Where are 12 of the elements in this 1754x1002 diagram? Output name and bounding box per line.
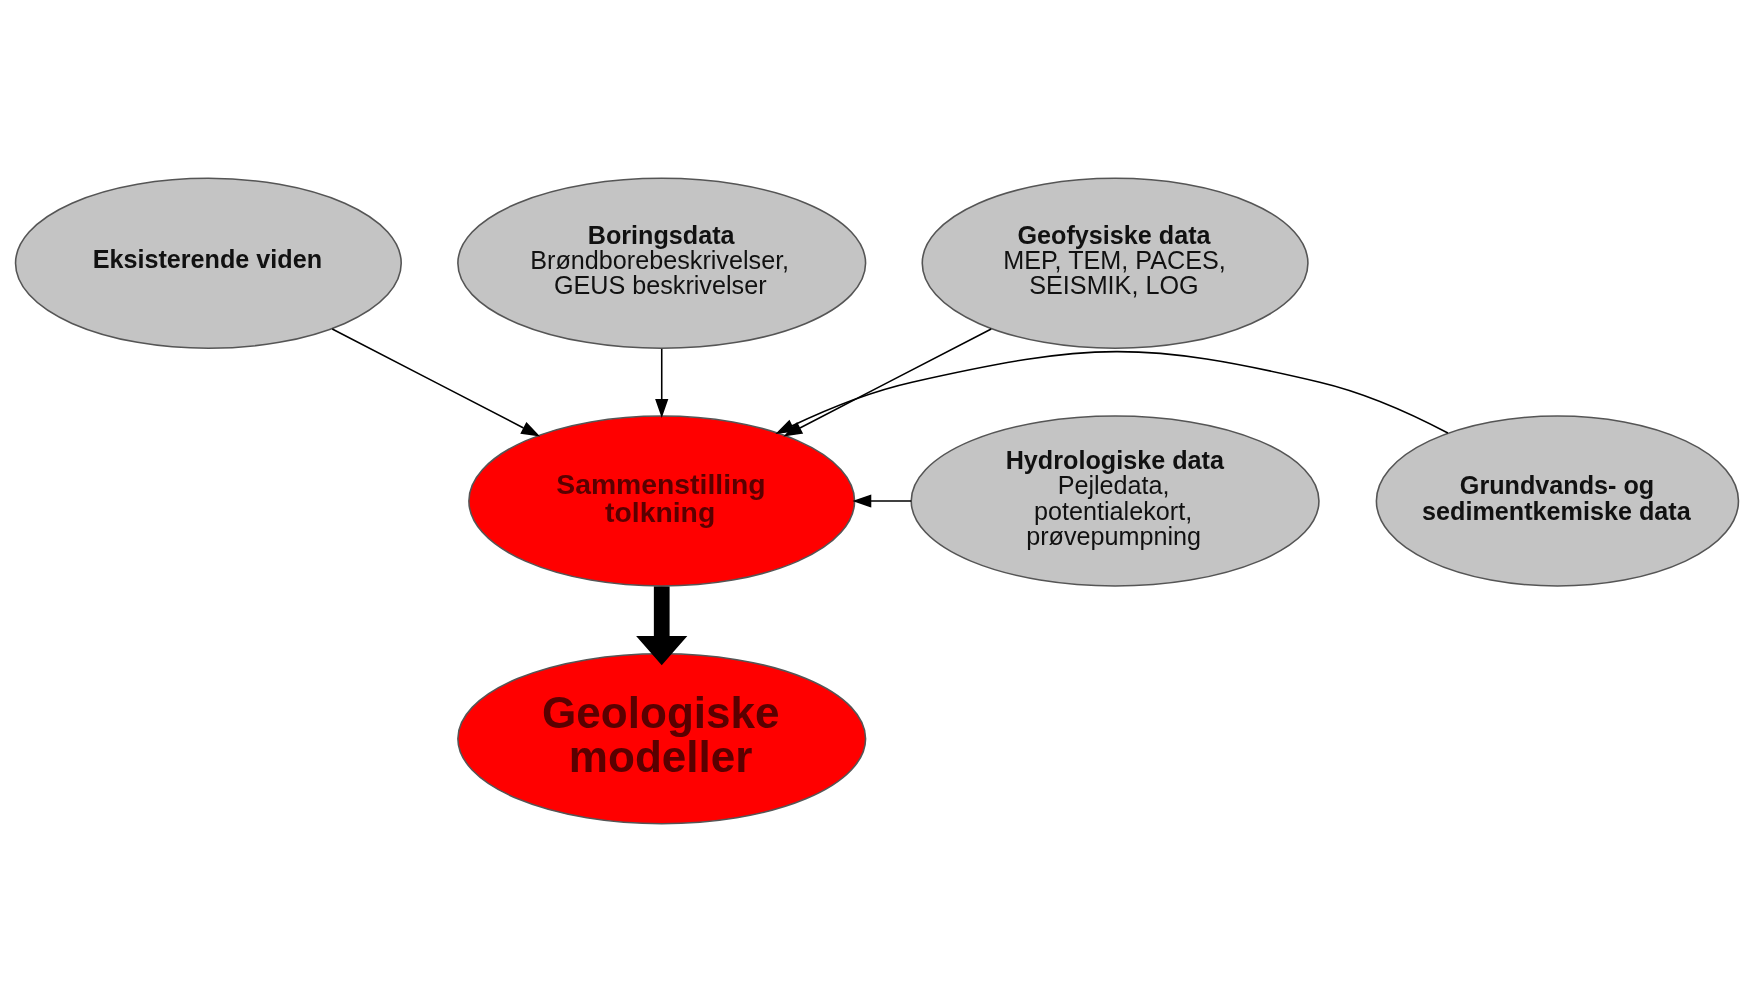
node-ellipse: Eksisterende viden (14, 177, 402, 350)
arrow (636, 586, 688, 666)
node-ellipse: Boringsdata Brøndborebeskrivelser, GEUS beskrivelser (457, 177, 867, 350)
node-ellipse: Hydrologiske data Pejledata, potentialekort, prøvepumpning (910, 415, 1320, 587)
node-ellipse: Geologiske modeller (457, 652, 867, 825)
arrow (775, 350, 1449, 434)
arrow (852, 494, 912, 508)
node-ellipse: Grundvands- og sedimentkemiske data (1375, 415, 1740, 587)
node-ellipse: Sammenstilling tolkning (468, 415, 856, 587)
arrow (655, 348, 669, 418)
arrow (331, 328, 541, 437)
node-ellipse: Geofysiske data MEP, TEM, PACES, SEISMIK, LOG (921, 177, 1309, 350)
